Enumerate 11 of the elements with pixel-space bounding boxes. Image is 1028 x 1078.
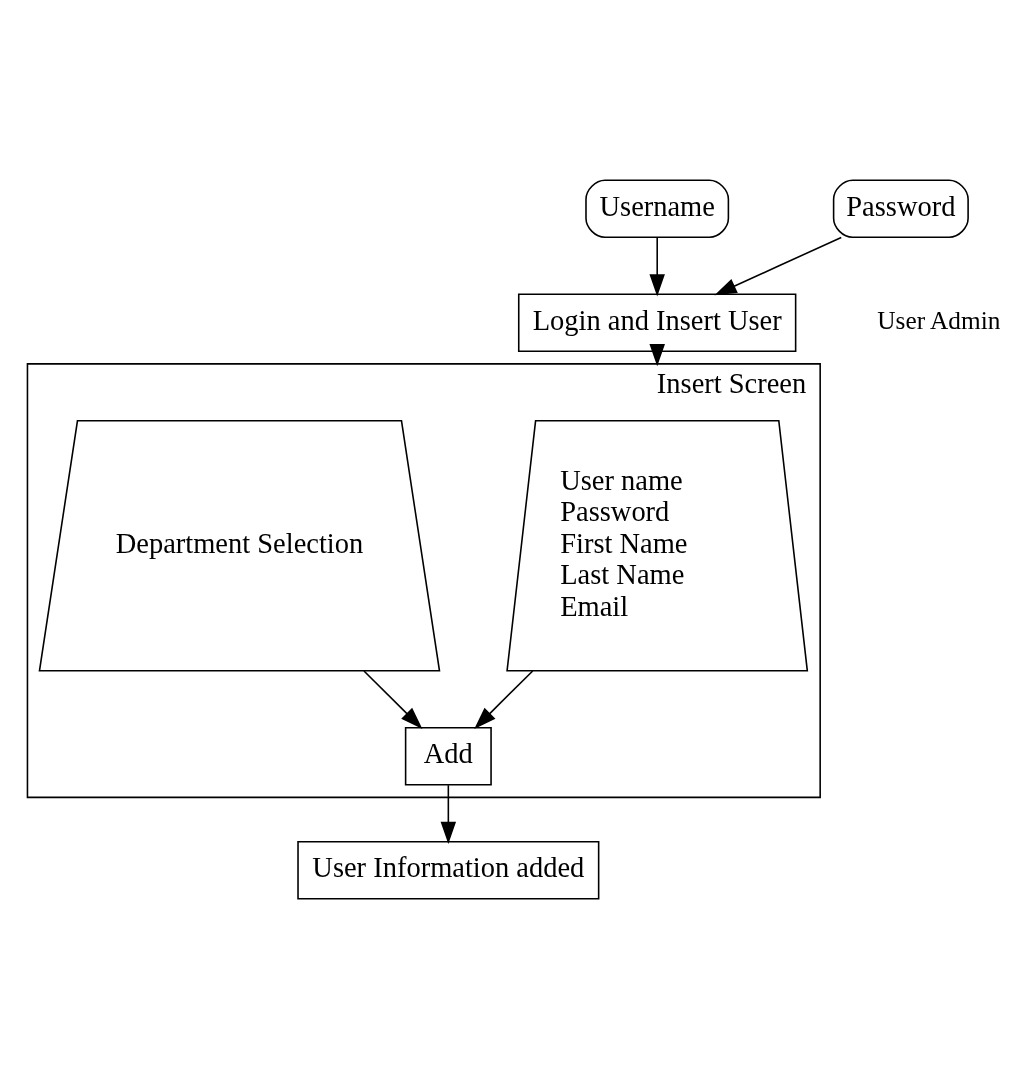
node-box: Username xyxy=(585,179,730,238)
arrow xyxy=(649,343,665,366)
arrow xyxy=(649,236,665,296)
node-box: Password xyxy=(832,179,969,238)
arrow xyxy=(440,783,457,844)
node-box: Add xyxy=(404,726,492,786)
arrow xyxy=(363,669,423,729)
arrow xyxy=(474,669,534,729)
node-box: User Information added xyxy=(297,840,600,899)
label: User Admin xyxy=(877,305,1001,334)
arrow xyxy=(714,236,843,295)
